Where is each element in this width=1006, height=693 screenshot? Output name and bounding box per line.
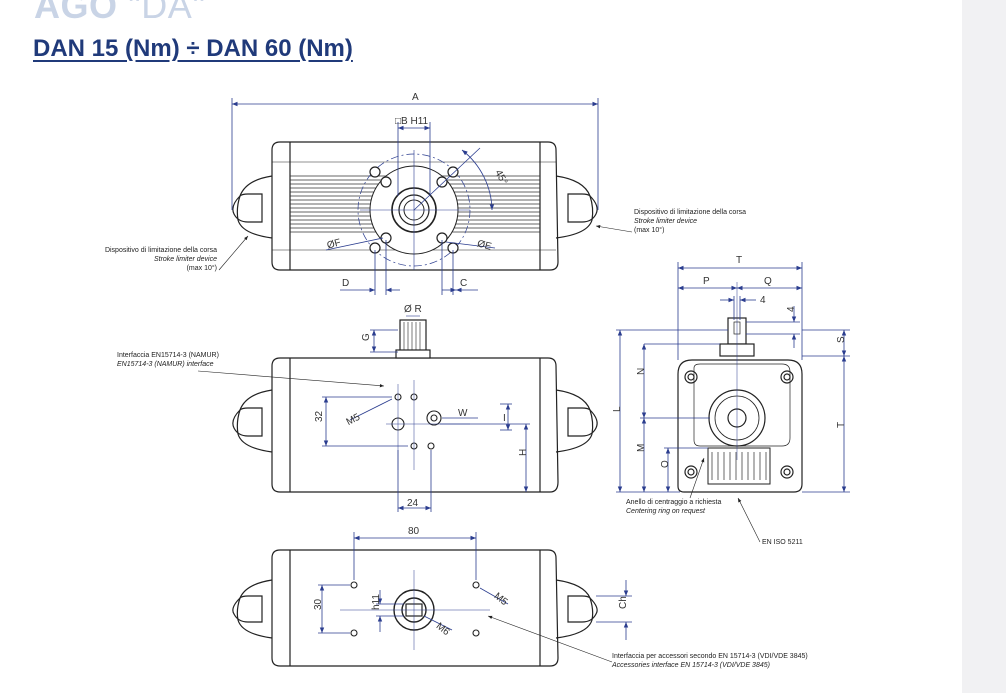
namur-note-en: EN15714-3 (NAMUR) interface — [117, 361, 214, 368]
page-title: DAN 15 (Nm) ÷ DAN 60 (Nm) — [33, 35, 353, 62]
brand-main: AGO — [34, 0, 118, 26]
label-M6: M6 — [434, 621, 452, 638]
stroke-limiter-right-max: (max 10°) — [634, 226, 664, 234]
stroke-limiter-right-leader — [595, 225, 633, 233]
accessories-note-it: Interfaccia per accessori secondo EN 157… — [612, 653, 808, 660]
label-G: G — [361, 333, 372, 341]
label-H: H — [518, 449, 529, 456]
label-L: L — [612, 406, 623, 412]
label-S: S — [836, 336, 847, 343]
stroke-limiter-left-leader — [218, 235, 249, 271]
namur-leader — [197, 370, 385, 388]
bottom-view-body — [232, 549, 598, 667]
label-W: W — [458, 408, 468, 419]
centering-ring-en: Centering ring on request — [626, 508, 706, 515]
label-N: N — [636, 368, 647, 375]
stroke-limiter-left-en: Stroke limiter device — [154, 256, 217, 263]
label-32: 32 — [314, 410, 325, 422]
technical-drawing: A □B H11 45° ØF ØE D C Dispositivo di li… — [105, 92, 850, 669]
top-dimensions — [231, 98, 599, 295]
side-panel — [962, 0, 1006, 693]
label-B-H11: □B H11 — [395, 116, 429, 127]
label-phi-R: Ø R — [404, 304, 422, 315]
label-h11: h11 — [371, 594, 382, 610]
label-30: 30 — [313, 598, 324, 610]
side-view: T P Q 4 4 S N L T M O Anello di centragg… — [612, 255, 850, 546]
brand-suffix: "DA" — [128, 0, 206, 26]
label-I: I — [503, 413, 506, 424]
label-phi-F: ØF — [326, 237, 342, 251]
accessories-note-en: Accessories interface EN 15714-3 (VDI/VD… — [611, 662, 770, 669]
namur-holes — [391, 393, 442, 450]
label-M: M — [636, 444, 647, 452]
label-O: O — [660, 460, 671, 468]
accessories-leader — [487, 615, 613, 663]
top-view: A □B H11 45° ØF ØE D C Dispositivo di li… — [105, 92, 746, 295]
centering-ring-it: Anello di centraggio a richiesta — [626, 499, 721, 506]
stroke-limiter-right-en: Stroke limiter device — [634, 218, 697, 225]
label-80: 80 — [408, 526, 420, 537]
side-leaders — [689, 457, 761, 543]
label-Ch: Ch — [618, 596, 629, 609]
label-C: C — [460, 278, 467, 289]
label-M5-front: M5 — [345, 412, 363, 428]
label-A: A — [412, 92, 419, 103]
front-view: Ø R G M5 W 32 I H 24 Interfaccia EN15714… — [117, 304, 598, 512]
side-dimensions — [616, 262, 850, 493]
stroke-limiter-left-it: Dispositivo di limitazione della corsa — [105, 247, 217, 254]
label-4-vertical: 4 — [786, 306, 797, 312]
stroke-limiter-left-max: (max 10°) — [187, 264, 217, 272]
bottom-view: 80 30 h11 M6 M5 Ch Interfaccia per acces… — [232, 526, 808, 669]
label-T-side: T — [836, 422, 847, 428]
label-24: 24 — [407, 498, 419, 509]
stroke-limiter-right-it: Dispositivo di limitazione della corsa — [634, 209, 746, 216]
label-M5-bottom: M5 — [492, 591, 510, 608]
iso-note: EN ISO 5211 — [762, 539, 803, 546]
front-dimensions — [322, 315, 530, 512]
namur-note-it: Interfaccia EN15714-3 (NAMUR) — [117, 352, 219, 359]
label-T-top: T — [736, 255, 742, 266]
bottom-dimensions — [318, 532, 632, 650]
brand-heading: AGO "DA" — [34, 0, 206, 26]
side-flange-hatch — [711, 452, 767, 480]
label-Q: Q — [764, 276, 772, 287]
front-view-body — [232, 319, 598, 493]
label-phi-E: ØE — [476, 238, 493, 252]
label-D: D — [342, 278, 349, 289]
label-4-horizontal: 4 — [760, 295, 766, 306]
label-P: P — [703, 276, 710, 287]
